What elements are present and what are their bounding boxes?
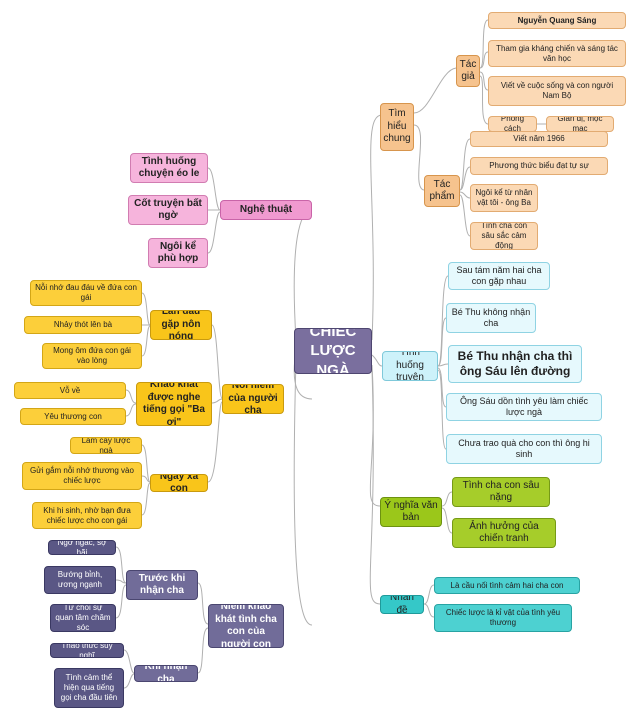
leaf-chua-trao-qua[interactable]: Chưa trao quà cho con thì ông hi sinh [446, 434, 602, 464]
leaf-tinh-huong-eo-le[interactable]: Tình huống chuyện éo le [130, 153, 208, 183]
leaf-ngo-ngac-so-hai[interactable]: Ngơ ngác, sợ hãi [48, 540, 116, 555]
leaf-tinh-cha-con-sau-sac[interactable]: Tình cha con sâu sắc cảm động [470, 222, 538, 250]
leaf-buong-binh[interactable]: Bướng bỉnh, ương ngạnh [44, 566, 116, 594]
branch-noi-niem-nguoi-cha[interactable]: Nỗi niềm của người cha [222, 384, 284, 414]
node-khao-khat-ba-oi[interactable]: Khao khát được nghe tiếng gọi "Ba ơi" [136, 382, 212, 426]
node-truoc-khi-nhan-cha[interactable]: Trước khi nhận cha [126, 570, 198, 600]
branch-nhan-de[interactable]: Nhan đề [380, 595, 424, 614]
leaf-ong-sau-don-tinh[interactable]: Ông Sáu dồn tình yêu làm chiếc lược ngà [446, 393, 602, 421]
leaf-ngoi-ke[interactable]: Ngôi kể từ nhân vật tôi - ông Ba [470, 184, 538, 212]
branch-y-nghia-van-ban[interactable]: Ý nghĩa văn bản [380, 497, 442, 527]
leaf-mong-om-con[interactable]: Mong ôm đứa con gái vào lòng [42, 343, 142, 369]
leaf-viet-ve-cuoc-song[interactable]: Viết về cuộc sống và con người Nam Bộ [488, 76, 626, 106]
node-ngay-xa-con[interactable]: Ngày xa con [150, 474, 208, 492]
leaf-nguyen-quang-sang[interactable]: Nguyễn Quang Sáng [488, 12, 626, 29]
leaf-thao-thuc[interactable]: Thao thức suy nghĩ [50, 643, 124, 658]
leaf-yeu-thuong-con[interactable]: Yêu thương con [20, 408, 126, 425]
leaf-cot-truyen-bat-ngo[interactable]: Cốt truyện bất ngờ [128, 195, 208, 225]
leaf-cau-noi-tinh-cam[interactable]: Là cầu nối tình cảm hai cha con [434, 577, 580, 594]
branch-niem-khao-khat[interactable]: Niềm khao khát tình cha con của người co… [208, 604, 284, 648]
leaf-vo-ve[interactable]: Vỗ về [14, 382, 126, 399]
leaf-be-thu-nhan-cha[interactable]: Bé Thu nhận cha thì ông Sáu lên đường [448, 345, 582, 383]
leaf-gui-gam-noi-nho[interactable]: Gửi gắm nỗi nhớ thương vào chiếc lược [22, 462, 142, 490]
node-lan-dau-gap[interactable]: Lần đầu gặp nôn nóng [150, 310, 212, 340]
leaf-nhay-thot-len-ba[interactable]: Nhảy thót lên bà [24, 316, 142, 334]
leaf-phuong-thuc-bieu-dat[interactable]: Phương thức biểu đạt tự sự [470, 157, 608, 175]
branch-nghe-thuat[interactable]: Nghệ thuật [220, 200, 312, 220]
leaf-lam-cay-luoc-nga[interactable]: Làm cây lược ngà [70, 437, 142, 454]
leaf-ki-vat-tinh-yeu[interactable]: Chiếc lược là kỉ vật của tình yêu thương [434, 604, 572, 632]
leaf-tieng-goi-cha[interactable]: Tình cảm thể hiện qua tiếng gọi cha đầu … [54, 668, 124, 708]
leaf-sau-tam-nam[interactable]: Sau tám năm hai cha con gặp nhau [448, 262, 550, 290]
leaf-ngoi-ke-phu-hop[interactable]: Ngôi kể phù hợp [148, 238, 208, 268]
leaf-be-thu-khong-nhan[interactable]: Bé Thu không nhận cha [446, 303, 536, 333]
node-tac-gia[interactable]: Tác giả [456, 55, 480, 87]
leaf-gian-di-moc-mac[interactable]: Giản dị, mộc mạc [546, 116, 614, 132]
leaf-noi-nho-dau-dau[interactable]: Nỗi nhớ đau đáu về đứa con gái [30, 280, 142, 306]
leaf-tinh-cha-con-sau-nang[interactable]: Tình cha con sâu nặng [452, 477, 550, 507]
leaf-anh-huong-chien-tranh[interactable]: Ảnh hưởng của chiến tranh [452, 518, 556, 548]
node-phong-cach[interactable]: Phong cách [488, 116, 537, 132]
branch-tim-hieu-chung[interactable]: Tìm hiểu chung [380, 103, 414, 151]
leaf-tu-choi-quan-tam[interactable]: Từ chối sự quan tâm chăm sóc [50, 604, 116, 632]
center-topic[interactable]: CHIẾC LƯỢC NGÀ [294, 328, 372, 374]
node-tac-pham[interactable]: Tác phẩm [424, 175, 460, 207]
node-khi-nhan-cha[interactable]: Khi nhận cha [134, 665, 198, 682]
leaf-tham-gia-khang-chien[interactable]: Tham gia kháng chiến và sáng tác văn học [488, 40, 626, 67]
leaf-viet-nam-1966[interactable]: Viết năm 1966 [470, 131, 608, 147]
branch-tinh-huong-truyen[interactable]: Tình huống truyện [382, 351, 438, 381]
leaf-khi-hi-sinh[interactable]: Khi hi sinh, nhờ bạn đưa chiếc lược cho … [32, 502, 142, 529]
